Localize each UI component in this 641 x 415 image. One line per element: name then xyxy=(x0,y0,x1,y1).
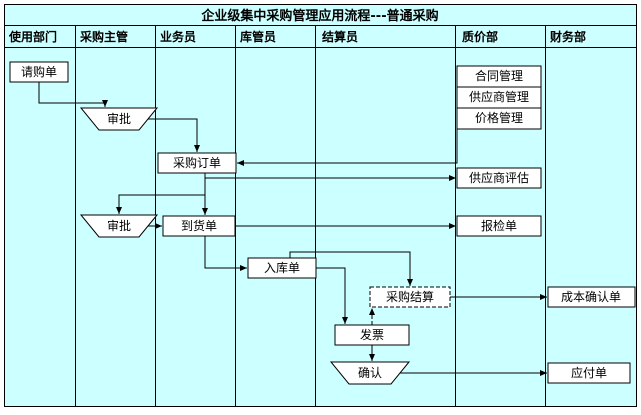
confirm-trapezoid xyxy=(329,361,411,385)
node-label: 审批 xyxy=(107,111,131,126)
arrival-note-box xyxy=(162,215,236,237)
inspection-form-box xyxy=(456,215,542,237)
node-label: 采购结算 xyxy=(386,289,434,304)
node-label: 应付单 xyxy=(571,365,607,380)
lane-header-settlement-clerk: 结算员 xyxy=(322,29,358,44)
arrow-arrival-to-warehouse xyxy=(204,236,247,271)
supplier-evaluation-box xyxy=(456,167,542,189)
node-invoice: 发票 xyxy=(334,324,410,346)
lane-header-warehouse-keeper: 库管员 xyxy=(240,29,276,44)
node-label: 审批 xyxy=(107,218,131,233)
node-label: 到货单 xyxy=(181,218,217,233)
lane-header-using-dept: 使用部门 xyxy=(8,29,57,44)
node-label: 供应商评估 xyxy=(469,170,529,185)
node-payable: 应付单 xyxy=(547,362,631,384)
node-label: 确认 xyxy=(358,366,382,380)
purchase-order-box xyxy=(157,152,237,174)
warehouse-receipt-box xyxy=(247,257,317,279)
node-inspection-form: 报检单 xyxy=(456,215,542,237)
node-purchase-order: 采购订单 xyxy=(157,152,237,174)
diagram-border xyxy=(4,4,637,407)
node-supplier-management: 供应商管理 xyxy=(456,86,542,109)
node-label: 价格管理 xyxy=(475,110,523,125)
lane-header-finance-dept: 财务部 xyxy=(549,29,586,44)
node-confirm: 确认 xyxy=(329,361,411,385)
purchase-settlement-box xyxy=(369,286,451,308)
payable-box xyxy=(547,362,631,384)
node-approval-2: 审批 xyxy=(79,214,159,238)
node-label: 请购单 xyxy=(21,64,57,79)
node-label: 报检单 xyxy=(481,218,517,233)
node-label: 成本确认单 xyxy=(561,290,621,304)
purchase-request-box xyxy=(9,61,69,83)
node-cost-confirmation: 成本确认单 xyxy=(547,286,636,308)
node-label: 供应商管理 xyxy=(469,89,529,104)
arrow-request-to-approval1 xyxy=(38,82,108,107)
node-arrival-note: 到货单 xyxy=(162,215,236,237)
arrow-order-to-approval2 xyxy=(116,194,205,214)
node-approval-1: 审批 xyxy=(79,107,159,131)
approval2-trapezoid xyxy=(79,214,159,238)
node-contract-management: 合同管理 xyxy=(456,65,542,88)
node-label: 合同管理 xyxy=(475,68,523,83)
node-label: 发票 xyxy=(360,327,384,342)
node-label: 入库单 xyxy=(264,260,300,275)
arrow-warehouse-to-invoice xyxy=(316,267,348,324)
price-management-box xyxy=(456,107,542,130)
invoice-box xyxy=(334,324,410,346)
diagram-title: 企业级集中采购管理应用流程---普通采购 xyxy=(200,8,438,24)
lane-header-quality-price-dept: 质价部 xyxy=(462,29,498,44)
lane-header-purchase-manager: 采购主管 xyxy=(79,29,128,44)
node-warehouse-receipt: 入库单 xyxy=(247,257,317,279)
cost-confirmation-box xyxy=(547,286,636,308)
arrow-warehouse-to-settlement xyxy=(289,251,413,286)
lane-header-salesperson: 业务员 xyxy=(160,29,196,44)
node-purchase-settlement: 采购结算 xyxy=(369,286,451,308)
arrow-approval1-to-order xyxy=(148,118,200,152)
node-purchase-request: 请购单 xyxy=(9,61,69,83)
node-supplier-evaluation: 供应商评估 xyxy=(456,167,542,189)
arrow-management-to-order xyxy=(237,129,458,166)
node-price-management: 价格管理 xyxy=(456,107,542,130)
approval1-trapezoid xyxy=(79,107,159,131)
node-label: 采购订单 xyxy=(173,155,221,170)
